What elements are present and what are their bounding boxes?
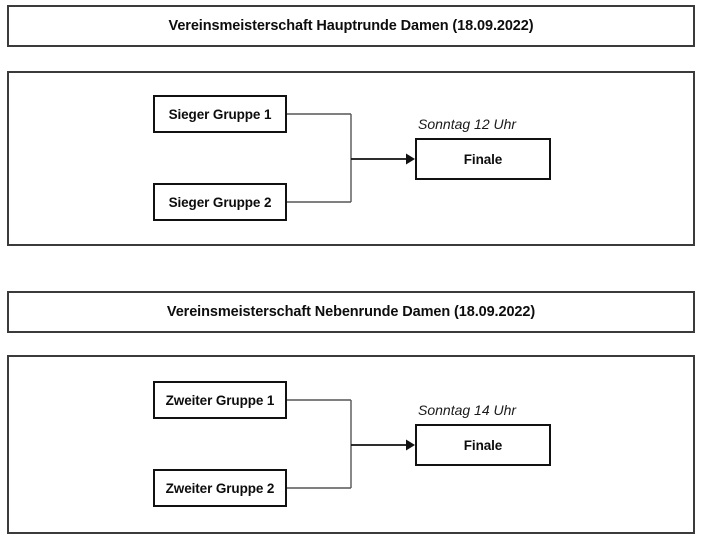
seed-label-sieger-gruppe-1: Sieger Gruppe 1 (168, 106, 272, 122)
final-label-nebenrunde: Finale (463, 437, 503, 453)
section-title-bar-nebenrunde: Vereinsmeisterschaft Nebenrunde Damen (1… (7, 291, 695, 333)
final-time-caption-nebenrunde: Sonntag 14 Uhr (418, 402, 517, 418)
seed-label-sieger-gruppe-2: Sieger Gruppe 2 (168, 194, 272, 210)
final-time-caption-hauptrunde: Sonntag 12 Uhr (418, 116, 517, 132)
section-title-nebenrunde: Vereinsmeisterschaft Nebenrunde Damen (1… (166, 304, 536, 320)
seed-box-zweiter-gruppe-1[interactable]: Zweiter Gruppe 1 (153, 381, 287, 419)
final-box-hauptrunde[interactable]: Finale (415, 138, 551, 180)
section-title-hauptrunde: Vereinsmeisterschaft Hauptrunde Damen (1… (168, 18, 534, 34)
seed-label-zweiter-gruppe-1: Zweiter Gruppe 1 (165, 392, 275, 408)
final-label-hauptrunde: Finale (463, 151, 503, 167)
section-title-bar-hauptrunde: Vereinsmeisterschaft Hauptrunde Damen (1… (7, 5, 695, 47)
bracket-panel-nebenrunde: Zweiter Gruppe 1 Zweiter Gruppe 2 Sonnta… (7, 355, 695, 534)
seed-box-zweiter-gruppe-2[interactable]: Zweiter Gruppe 2 (153, 469, 287, 507)
seed-box-sieger-gruppe-1[interactable]: Sieger Gruppe 1 (153, 95, 287, 133)
bracket-connectors-nebenrunde (287, 399, 415, 489)
final-box-nebenrunde[interactable]: Finale (415, 424, 551, 466)
seed-label-zweiter-gruppe-2: Zweiter Gruppe 2 (165, 480, 275, 496)
seed-box-sieger-gruppe-2[interactable]: Sieger Gruppe 2 (153, 183, 287, 221)
bracket-connectors-hauptrunde (287, 113, 415, 203)
bracket-panel-hauptrunde: Sieger Gruppe 1 Sieger Gruppe 2 Sonntag … (7, 71, 695, 246)
